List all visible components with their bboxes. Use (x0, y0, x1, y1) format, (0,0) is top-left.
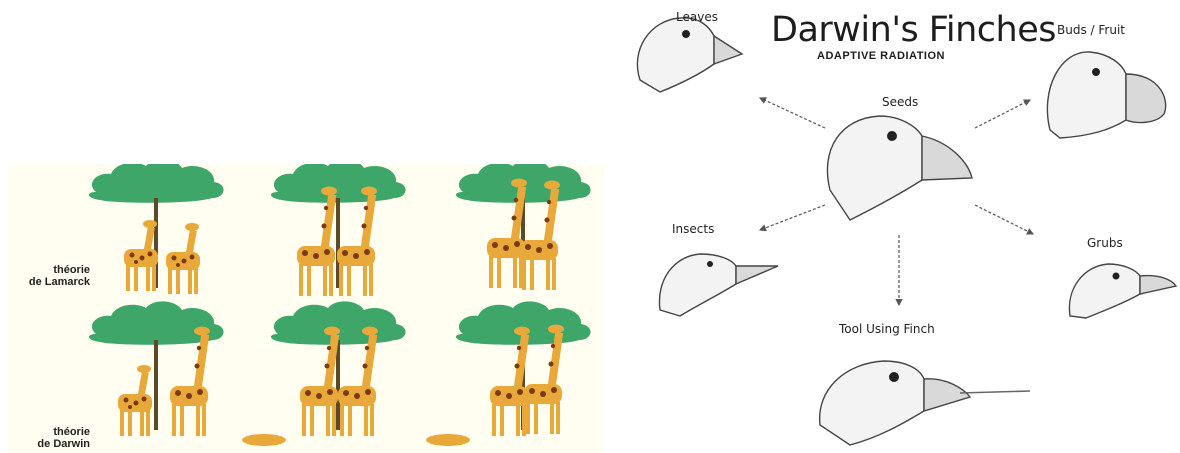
giraffe-evolution-illustration: théorie de Lamarck théorie de Darwin (8, 164, 604, 453)
arrow-leaves (760, 98, 825, 128)
tool-using-finch (820, 361, 1030, 445)
label-buds-fruit: Buds / Fruit (1057, 23, 1125, 37)
darwin-scene-3 (426, 301, 591, 446)
darwin-scene-1 (89, 301, 224, 436)
lamarck-label: théorie de Lamarck (0, 264, 90, 288)
lamarck-scene-2 (271, 164, 406, 296)
darwins-finches-diagram: Darwin's Finches ADAPTIVE RADIATION (620, 0, 1180, 453)
grubs-finch (1069, 264, 1176, 318)
label-tool-using-finch: Tool Using Finch (839, 322, 935, 336)
buds-fruit-finch (1047, 52, 1165, 138)
lamarck-scene-3 (456, 164, 591, 290)
seeds-finch (827, 116, 972, 220)
center-label-seeds: Seeds (882, 95, 918, 109)
fallen-giraffe (242, 434, 286, 446)
darwin-label-line1: théorie (0, 426, 90, 438)
arrow-buds-fruit (975, 100, 1030, 128)
giraffe-scenes (8, 164, 604, 453)
darwin-scene-2 (242, 301, 406, 446)
leaves-finch (637, 18, 742, 92)
twig-tool (960, 391, 1030, 393)
label-grubs: Grubs (1087, 236, 1123, 250)
label-leaves: Leaves (676, 10, 718, 24)
arrow-insects (760, 205, 825, 230)
fallen-giraffe (426, 434, 470, 446)
insects-finch (659, 254, 778, 316)
lamarck-label-line1: théorie (0, 264, 90, 276)
darwin-label: théorie de Darwin (0, 426, 90, 450)
lamarck-scene-1 (89, 164, 224, 294)
darwin-label-line2: de Darwin (0, 438, 90, 450)
arrow-grubs (975, 205, 1033, 234)
label-insects: Insects (672, 222, 714, 236)
lamarck-label-line2: de Lamarck (0, 276, 90, 288)
